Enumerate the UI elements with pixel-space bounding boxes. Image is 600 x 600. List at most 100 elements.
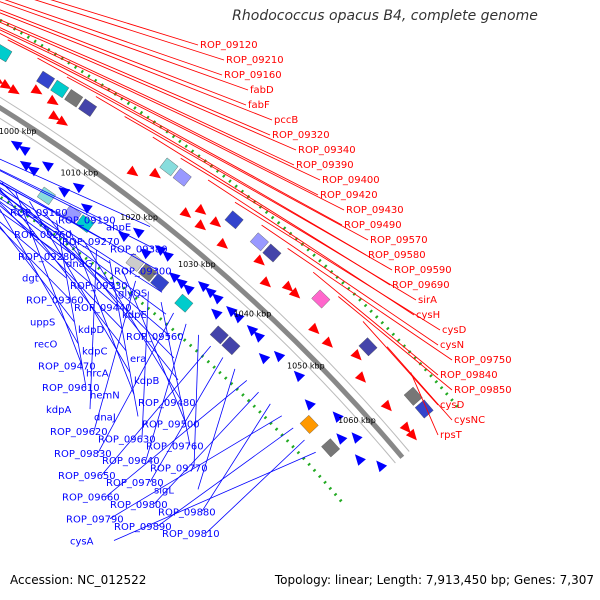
gene-labels: ROP_09120ROP_09210ROP_09160fabDfabFpccBR… [10, 40, 512, 548]
reverse-gene-label: ROP_09780 [106, 478, 164, 489]
reverse-gene-label: ROP_09500 [142, 420, 200, 431]
reverse-gene-label: ROP_09790 [66, 515, 124, 526]
reverse-leader-line [145, 323, 187, 461]
reverse-gene-arrow [18, 145, 31, 156]
forward-leader-line [0, 1, 249, 91]
forward-gene-arrow [7, 84, 20, 95]
kbp-tick-label: 1010 kbp [61, 169, 99, 178]
kbp-tick-label: 1030 kbp [178, 260, 216, 269]
reverse-leader-line [29, 200, 131, 373]
backbone-edge-inner [0, 117, 396, 464]
reverse-gene-arrow [27, 166, 40, 177]
forward-gene-arrow [149, 167, 161, 179]
reverse-leader-line [0, 227, 71, 300]
forward-gene-arrow [405, 428, 417, 441]
forward-gene-arrow [30, 84, 43, 95]
forward-leader-line [287, 248, 453, 361]
forward-gene-label: fabD [250, 85, 274, 96]
forward-gene-label: ROP_09340 [298, 145, 356, 156]
backbone-edge-outer [0, 96, 410, 452]
reverse-gene-arrow [273, 350, 286, 363]
reverse-gene-label: ROP_09280 [18, 252, 76, 263]
cog-block [78, 98, 98, 117]
forward-gene-arrow [216, 237, 228, 249]
reverse-gene-arrow [212, 293, 224, 305]
forward-leader-line [0, 29, 321, 181]
reverse-gene-arrow [198, 281, 210, 293]
forward-gene-label: fabF [248, 100, 270, 111]
reverse-gene-arrow [10, 140, 23, 151]
forward-gene-arrow [321, 336, 333, 348]
reverse-leader-line [193, 334, 199, 468]
reverse-gene-label: ROP_09610 [42, 383, 100, 394]
forward-gene-label: ROP_09420 [320, 190, 378, 201]
reverse-gene-arrow [258, 353, 271, 365]
cog-block [138, 263, 157, 282]
forward-gene-label: ROP_09390 [296, 160, 354, 171]
reverse-gene-arrow [183, 284, 195, 296]
reverse-gene-label: ROP_09890 [114, 522, 172, 533]
reverse-gene-arrow [226, 306, 238, 318]
reverse-leader-line [0, 208, 79, 344]
reverse-gene-label: hemN [90, 391, 120, 402]
forward-gene-arrow [288, 287, 301, 299]
reverse-leader-line [56, 220, 87, 388]
reverse-gene-label: ROP_09630 [98, 434, 156, 445]
reverse-gene-label: ROP_09330 [70, 281, 128, 292]
cog-block [209, 325, 229, 345]
cog-block [125, 253, 145, 272]
forward-gene-arrow [194, 219, 206, 231]
reverse-gene-label: uppS [30, 318, 55, 329]
forward-gene-arrow [380, 399, 392, 412]
reverse-gene-label: ROP_09640 [102, 456, 160, 467]
forward-leader-line [95, 96, 367, 256]
reverse-gene-arrow [162, 251, 174, 262]
cog-block [36, 70, 56, 90]
forward-leader-line [4, 0, 223, 76]
reverse-gene-label: sigL [154, 485, 174, 496]
forward-leader-line [0, 12, 273, 121]
forward-gene-arrow [354, 371, 366, 383]
reverse-gene-arrow [354, 454, 366, 466]
forward-gene-label: ROP_09430 [346, 205, 404, 216]
reverse-gene-label: ahpE [106, 223, 131, 234]
reverse-leader-line [93, 280, 136, 432]
reverse-gene-arrow [176, 278, 188, 289]
reverse-leader-line [109, 415, 283, 519]
reverse-leader-line [0, 193, 111, 264]
forward-leader-line [37, 57, 343, 226]
forward-leader-line [0, 19, 271, 136]
reverse-gene-arrow [233, 312, 245, 324]
forward-leader-line [0, 27, 295, 166]
forward-gene-label: ROP_09690 [392, 280, 450, 291]
reverse-gene-label: glyQS [118, 288, 147, 299]
reverse-gene-arrow [205, 287, 217, 299]
reverse-gene-label: ROP_09480 [138, 398, 196, 409]
forward-gene-arrow [126, 165, 139, 177]
forward-leader-line [362, 321, 439, 406]
cog-block [150, 273, 170, 292]
forward-gene-label: ROP_09160 [224, 70, 282, 81]
reverse-leader-line [0, 158, 151, 227]
reverse-leader-line [201, 403, 271, 512]
reverse-leader-line [205, 439, 305, 534]
reverse-leader-line [109, 260, 139, 417]
forward-gene-label: ROP_09570 [370, 235, 428, 246]
reverse-gene-arrow [42, 161, 54, 172]
reverse-leader-line [0, 182, 107, 242]
reverse-gene-label: ROP_09560 [126, 332, 184, 343]
reverse-gene-arrow [19, 160, 32, 172]
forward-gene-arrow [0, 79, 4, 84]
reverse-gene-arrow [118, 231, 130, 242]
reverse-gene-arrow [293, 370, 306, 383]
forward-gene-label: cysD [440, 400, 465, 411]
reverse-leader-line [0, 188, 127, 351]
forward-gene-arrow [46, 94, 59, 106]
cog-block [249, 232, 269, 252]
forward-gene-arrow [194, 203, 207, 215]
cog-block [64, 89, 84, 108]
forward-gene-label: ROP_09840 [440, 370, 498, 381]
reverse-gene-label: kdpE [122, 310, 147, 321]
reverse-leader-line [197, 368, 236, 490]
